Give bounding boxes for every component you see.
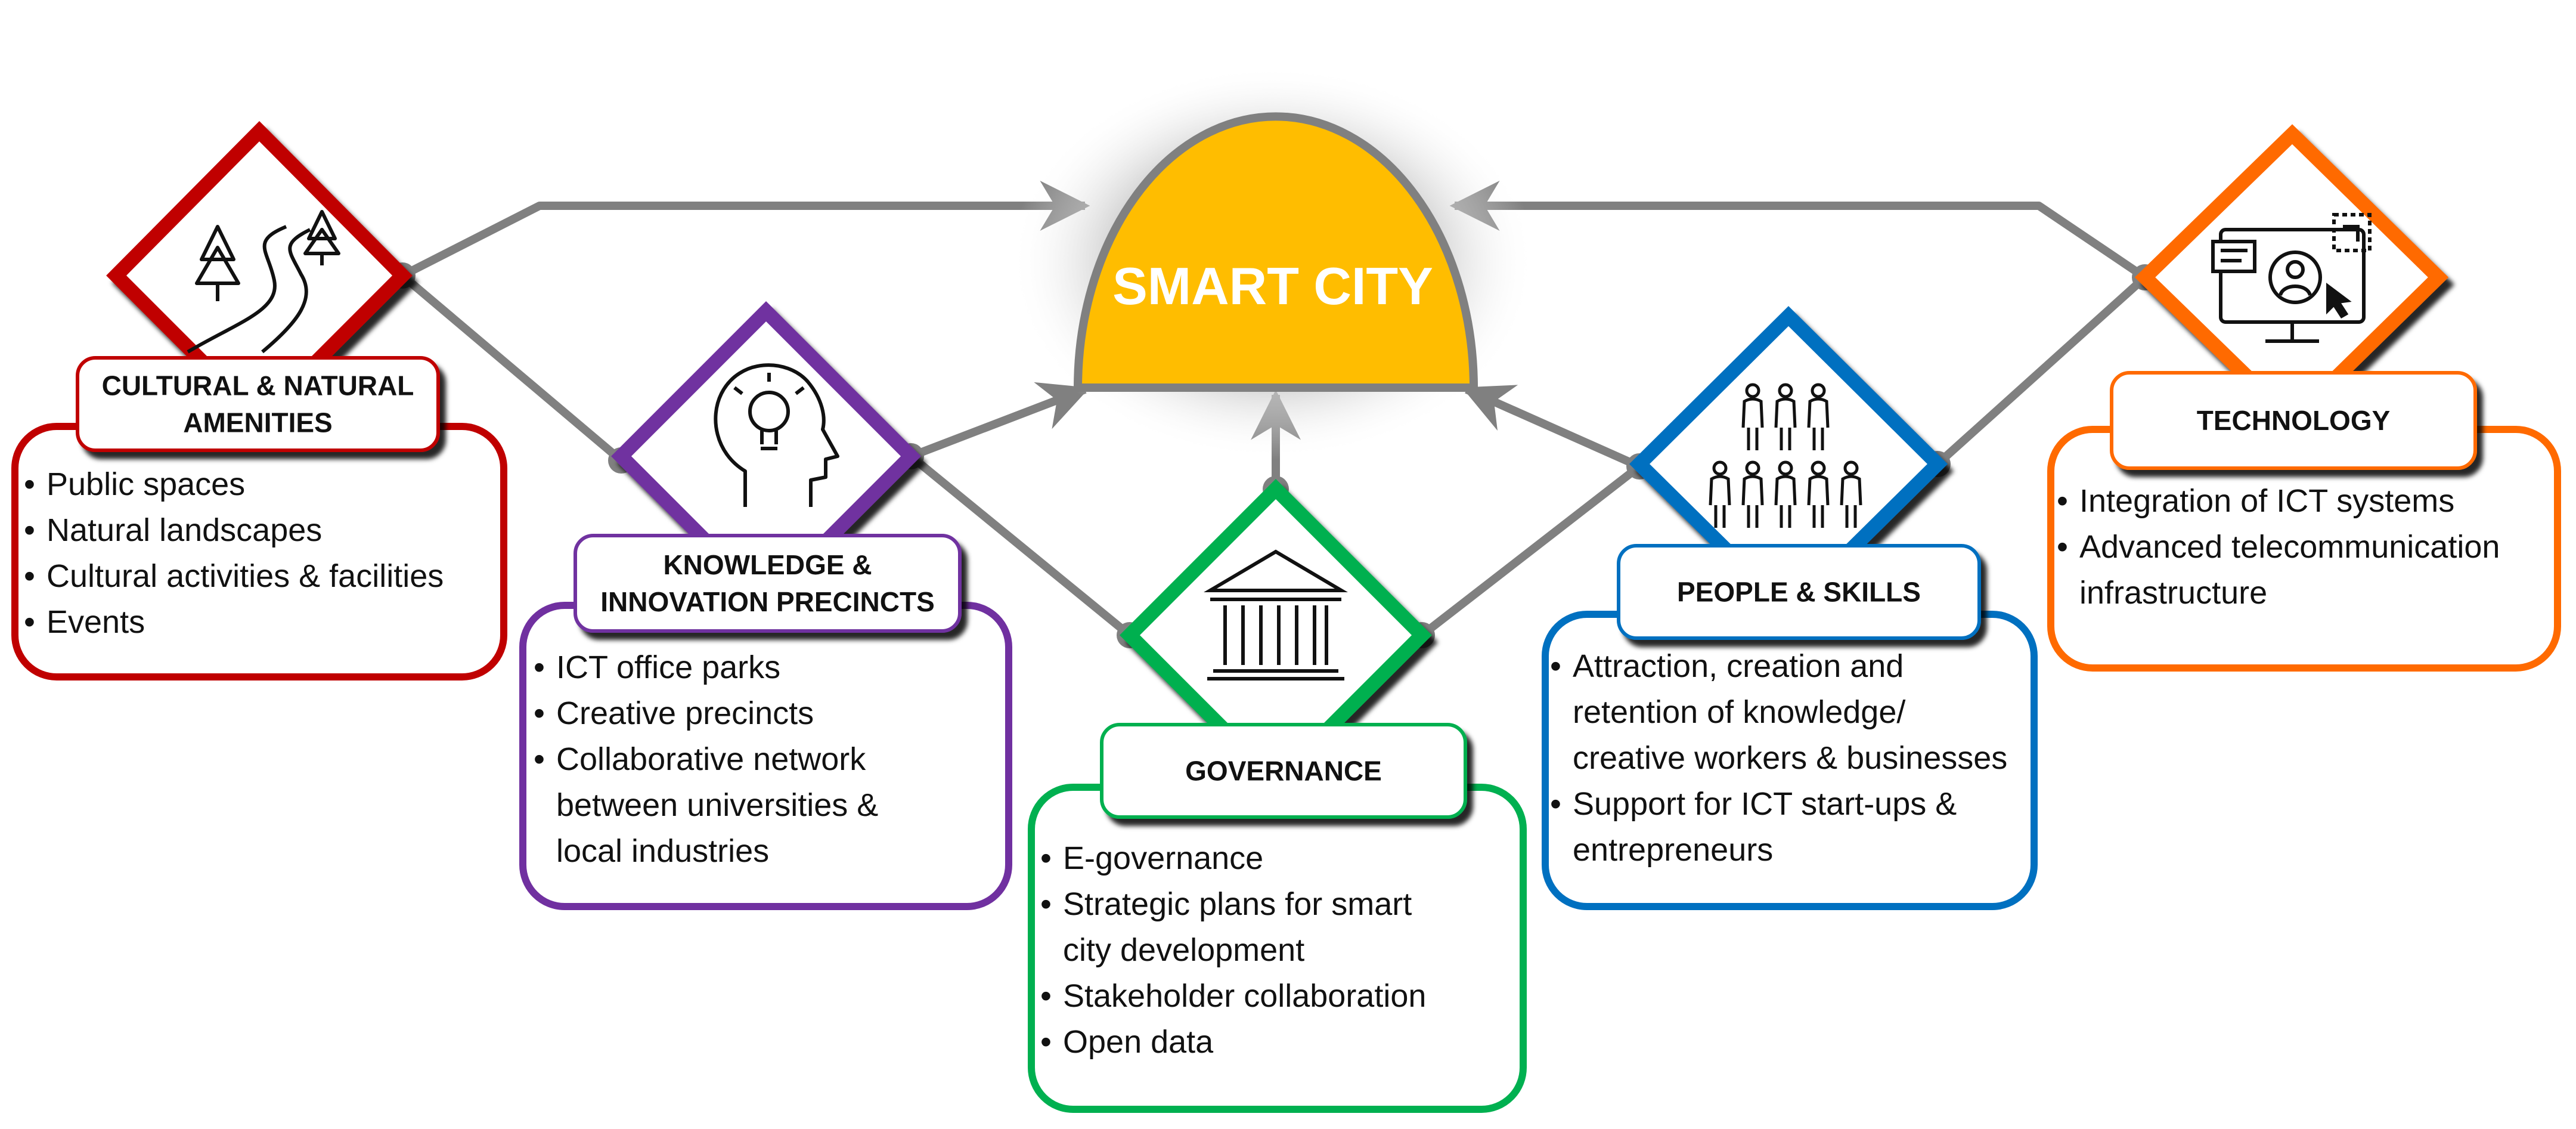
person-figure	[1709, 460, 1731, 528]
pillar-title-line: CULTURAL & NATURAL	[102, 370, 414, 401]
title-box	[2110, 371, 2477, 470]
connector-lines	[399, 181, 2148, 639]
pillar-people: PEOPLE & SKILLS • Attraction, creation and…	[1542, 544, 2038, 910]
bullet-dot: •	[24, 512, 35, 548]
computer-screen-icon	[2211, 213, 2372, 343]
bullet-text: Integration of ICT systems	[2079, 483, 2454, 519]
bullet-text: local industries	[556, 833, 769, 869]
person-figure	[1741, 460, 1764, 528]
smart-city-dome	[1073, 112, 1478, 392]
trees-road-icon	[187, 210, 340, 354]
bullet-dot: •	[534, 741, 545, 777]
bullet-text: Stakeholder collaboration	[1063, 978, 1426, 1014]
connector-knowledge-up	[909, 382, 1090, 460]
person-figure	[1807, 460, 1830, 528]
pillar-title-line: TECHNOLOGY	[2197, 405, 2391, 436]
pillar-title-line: INNOVATION PRECINCTS	[600, 586, 935, 617]
connector-technology-top	[1449, 181, 2147, 281]
bullet-text: entrepreneurs	[1573, 832, 1773, 868]
bullet-text: infrastructure	[2079, 575, 2267, 611]
connector-cultural-top	[400, 181, 1090, 280]
pillar-title-line: AMENITIES	[183, 407, 332, 438]
smart-city-center: SMART CITY	[1010, 66, 1535, 459]
bullet-text: Cultural activities & facilities	[47, 558, 444, 594]
bullet-text: Open data	[1063, 1024, 1214, 1060]
center-label: SMART CITY	[1112, 256, 1433, 315]
bullet-dot: •	[24, 558, 35, 594]
pillar-governance: GOVERNANCE • E-governance • Strategic plans …	[1028, 723, 1527, 1113]
pillar-title-line: PEOPLE & SKILLS	[1677, 577, 1921, 608]
bullet-dot: •	[1040, 886, 1052, 922]
pillar-diamonds	[106, 120, 2449, 791]
bullet-text: Advanced telecommunication	[2079, 529, 2500, 565]
bullet-dot: •	[2057, 529, 2068, 565]
bullet-text: between universities &	[556, 787, 878, 823]
pillar-boxes: CULTURAL & NATURAL AMENITIES • Public space…	[11, 356, 2561, 1113]
bullet-text: Public spaces	[47, 466, 245, 502]
bullet-text: retention of knowledge/	[1573, 694, 1905, 730]
person-figure	[1741, 383, 1764, 450]
bullet-text: creative workers & businesses	[1573, 740, 2007, 776]
bullet-dot: •	[1040, 978, 1052, 1014]
pillar-cultural: CULTURAL & NATURAL AMENITIES • Public space…	[11, 356, 507, 681]
head-lightbulb-icon	[714, 363, 839, 507]
bullet-text: Events	[47, 604, 145, 640]
connector-cultural-down	[399, 272, 624, 464]
pillar-title-line: GOVERNANCE	[1185, 756, 1382, 787]
bullet-dot: •	[1040, 1024, 1052, 1060]
bullet-text: Natural landscapes	[47, 512, 322, 548]
pillar-title-line: KNOWLEDGE &	[663, 549, 872, 580]
title-box	[574, 534, 962, 633]
bullet-dot: •	[534, 649, 545, 685]
connector-knowledge-down	[908, 453, 1133, 639]
bullet-text: city development	[1063, 932, 1304, 968]
bullet-dot: •	[1040, 840, 1052, 876]
connector-people-right	[1935, 274, 2148, 468]
title-box	[76, 356, 440, 452]
bullet-dot: •	[1550, 786, 1561, 822]
title-box	[1100, 723, 1467, 819]
title-box	[1617, 544, 1981, 640]
bullet-dot: •	[24, 604, 35, 640]
pillar-knowledge: KNOWLEDGE & INNOVATION PRECINCTS • ICT offi…	[519, 534, 1012, 910]
person-figure	[1774, 383, 1797, 450]
person-figure	[1840, 460, 1862, 528]
bullet-text: Collaborative network	[556, 741, 866, 777]
government-building-icon	[1204, 549, 1348, 681]
bullet-text: ICT office parks	[556, 649, 780, 685]
connector-people-up	[1462, 385, 1641, 471]
person-figure	[1807, 383, 1830, 450]
bullet-text: Attraction, creation and	[1573, 648, 1904, 684]
pillar-technology: TECHNOLOGY • Integration of ICT systems • Ad…	[2047, 371, 2561, 672]
bullet-dot: •	[2057, 483, 2068, 519]
bullet-text: Strategic plans for smart	[1063, 886, 1412, 922]
connector-governance-right	[1419, 463, 1642, 639]
bullet-text: E-governance	[1063, 840, 1263, 876]
bullet-dot: •	[1550, 648, 1561, 684]
bullet-dot: •	[24, 466, 35, 502]
people-group-icon	[1709, 383, 1862, 528]
bullet-dot: •	[534, 695, 545, 731]
bullet-text: Creative precincts	[556, 695, 814, 731]
bullet-text: Support for ICT start-ups &	[1573, 786, 1957, 822]
person-figure	[1774, 460, 1797, 528]
